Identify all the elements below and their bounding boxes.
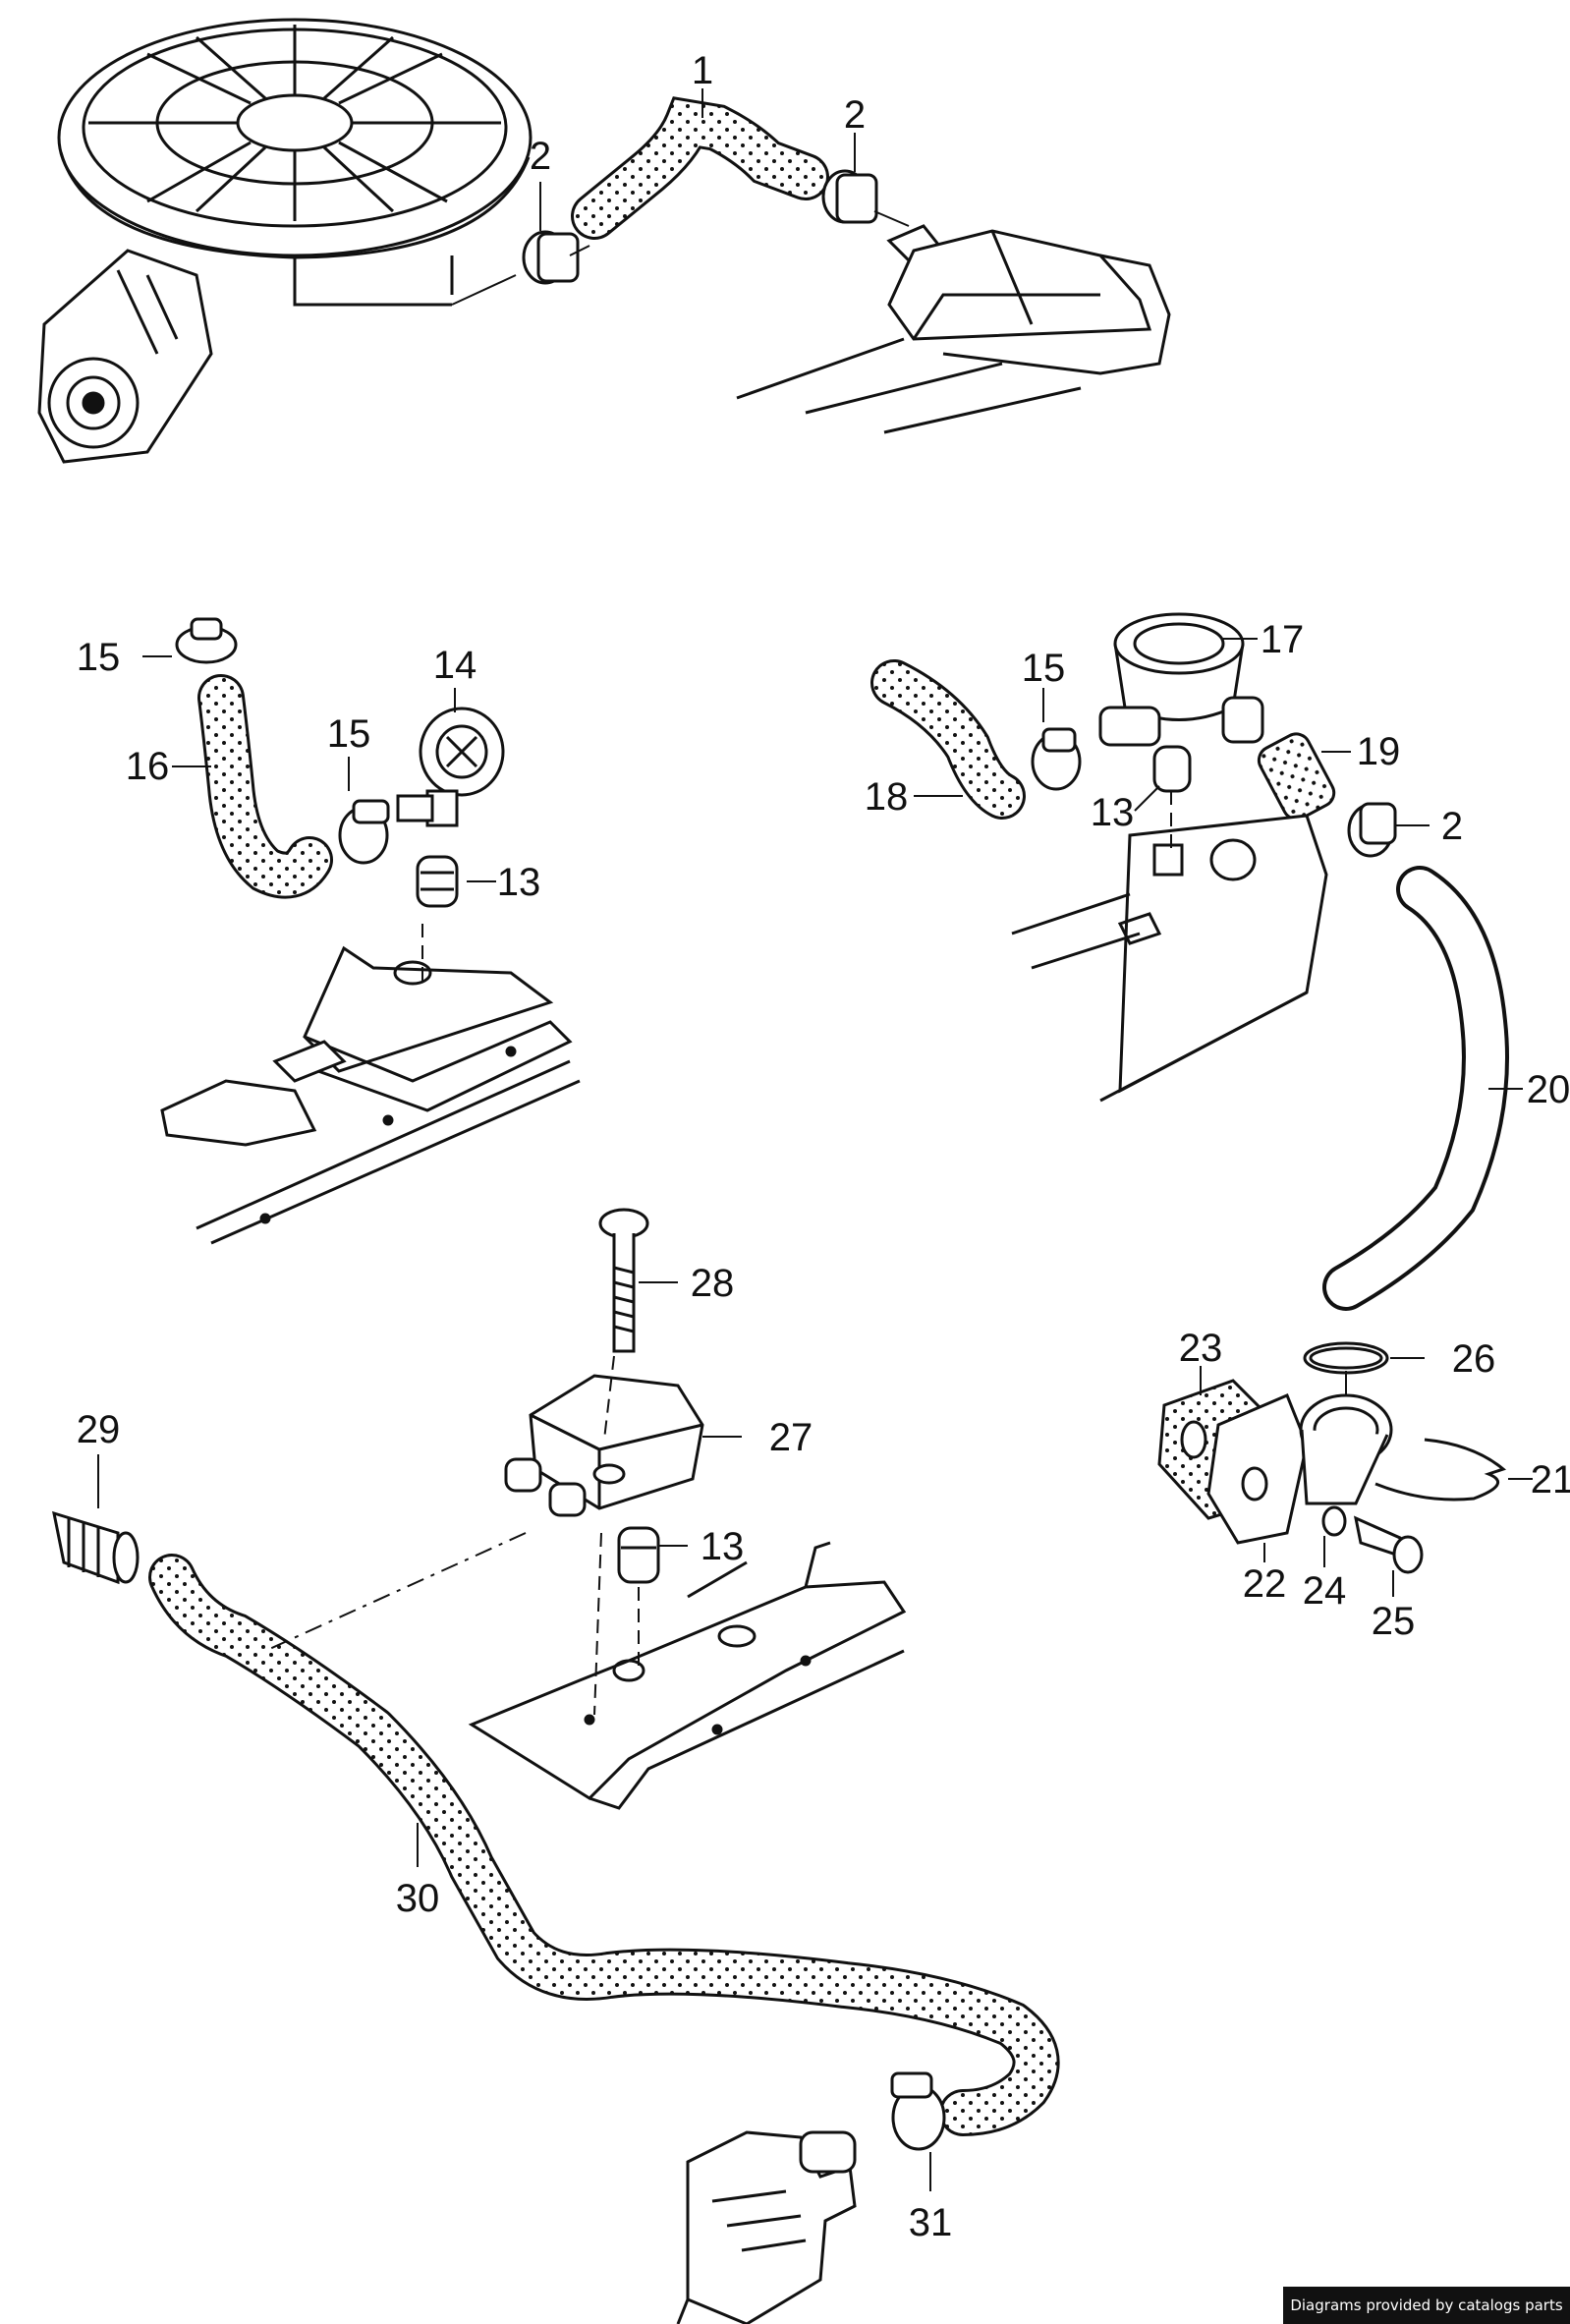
callout-label: 25 bbox=[1372, 1600, 1416, 1643]
callout-label: 15 bbox=[327, 712, 371, 756]
callout-label: 30 bbox=[396, 1877, 440, 1920]
callout-label: 28 bbox=[691, 1262, 735, 1305]
valve-cover-left bbox=[160, 945, 581, 1245]
connector-13-right bbox=[1152, 745, 1192, 793]
callout-label: 13 bbox=[1091, 791, 1135, 834]
callout-24: 24 bbox=[1303, 1536, 1347, 1613]
callout-13: 13 bbox=[1091, 785, 1160, 834]
callout-15: 15 bbox=[1022, 647, 1066, 722]
hose-clamp-2-right-side bbox=[1347, 802, 1397, 858]
hose-16 bbox=[197, 674, 333, 899]
connector-13-lower bbox=[617, 1526, 660, 1584]
hose-clamp-2-left bbox=[522, 230, 580, 285]
callout-25: 25 bbox=[1372, 1570, 1416, 1643]
callout-label: 15 bbox=[1022, 647, 1066, 690]
callout-label: 2 bbox=[1441, 805, 1463, 848]
valve-14 bbox=[396, 707, 505, 827]
callout-2: 2 bbox=[1395, 805, 1463, 848]
hose-clamp-15-right bbox=[1031, 727, 1082, 791]
callout-label: 15 bbox=[77, 636, 121, 679]
callout-27: 27 bbox=[702, 1416, 813, 1459]
callout-label: 27 bbox=[769, 1416, 813, 1459]
washer-24 bbox=[1321, 1505, 1347, 1537]
callout-29: 29 bbox=[77, 1408, 121, 1508]
callout-label: 1 bbox=[692, 49, 713, 92]
callout-16: 16 bbox=[126, 745, 211, 788]
footer-credit: Diagrams provided by catalogs parts bbox=[1283, 2287, 1570, 2324]
secondary-air-pump bbox=[37, 249, 213, 464]
callout-2: 2 bbox=[530, 135, 551, 231]
hose-20 bbox=[1322, 866, 1509, 1311]
hose-clamp-15-top bbox=[175, 617, 238, 664]
callout-15: 15 bbox=[327, 712, 371, 791]
air-filter-housing bbox=[57, 18, 533, 307]
callout-23: 23 bbox=[1179, 1327, 1223, 1395]
hose-30 bbox=[148, 1554, 1060, 2136]
callout-2: 2 bbox=[844, 93, 866, 172]
o-ring-26 bbox=[1303, 1341, 1389, 1375]
callout-label: 13 bbox=[497, 861, 541, 904]
callout-label: 22 bbox=[1243, 1562, 1287, 1606]
bolt-28 bbox=[598, 1208, 649, 1353]
callout-label: 14 bbox=[433, 644, 477, 687]
callout-14: 14 bbox=[433, 644, 477, 712]
callout-label: 19 bbox=[1357, 730, 1401, 773]
callout-label: 2 bbox=[530, 135, 551, 178]
callout-label: 23 bbox=[1179, 1327, 1223, 1370]
callout-label: 20 bbox=[1527, 1068, 1570, 1111]
hose-clamp-2-right bbox=[821, 169, 878, 224]
callout-label: 24 bbox=[1303, 1569, 1347, 1613]
retaining-clip-21 bbox=[1374, 1438, 1507, 1502]
breather-valve-17 bbox=[1098, 612, 1264, 747]
callout-13: 13 bbox=[467, 861, 540, 904]
callout-28: 28 bbox=[639, 1262, 734, 1305]
hose-clamp-31 bbox=[890, 2071, 946, 2151]
pump-bottom bbox=[676, 2130, 857, 2324]
callout-label: 17 bbox=[1261, 618, 1305, 661]
callout-label: 31 bbox=[909, 2201, 953, 2244]
callout-19: 19 bbox=[1321, 730, 1400, 773]
callout-22: 22 bbox=[1243, 1543, 1287, 1606]
bolt-25 bbox=[1353, 1515, 1424, 1574]
nipple-29 bbox=[52, 1510, 140, 1585]
hose-1 bbox=[571, 96, 829, 240]
callout-31: 31 bbox=[909, 2152, 953, 2244]
valve-cover-right bbox=[1011, 814, 1328, 1103]
callout-label: 21 bbox=[1531, 1458, 1570, 1502]
callout-label: 26 bbox=[1452, 1337, 1496, 1381]
callout-20: 20 bbox=[1488, 1068, 1570, 1111]
valve-cover-top bbox=[736, 224, 1171, 434]
callout-1: 1 bbox=[692, 49, 713, 118]
hose-18 bbox=[870, 659, 1026, 820]
hose-19 bbox=[1257, 732, 1336, 822]
callout-label: 2 bbox=[844, 93, 866, 137]
callout-17: 17 bbox=[1223, 618, 1304, 661]
callout-label: 16 bbox=[126, 745, 170, 788]
callout-18: 18 bbox=[865, 775, 963, 819]
callout-label: 13 bbox=[701, 1525, 745, 1568]
callout-15: 15 bbox=[77, 636, 172, 679]
connector-13-left bbox=[416, 855, 459, 908]
valve-27 bbox=[504, 1374, 704, 1517]
callout-21: 21 bbox=[1508, 1458, 1570, 1502]
callout-13: 13 bbox=[658, 1525, 744, 1568]
callout-label: 18 bbox=[865, 775, 909, 819]
valve-cover-lower bbox=[468, 1541, 907, 1810]
flange-22-23 bbox=[1157, 1379, 1393, 1545]
callout-26: 26 bbox=[1390, 1337, 1495, 1381]
callout-30: 30 bbox=[396, 1823, 440, 1920]
callout-label: 29 bbox=[77, 1408, 121, 1451]
leader-lines bbox=[264, 210, 1347, 1716]
hose-clamp-15-mid bbox=[338, 799, 390, 865]
